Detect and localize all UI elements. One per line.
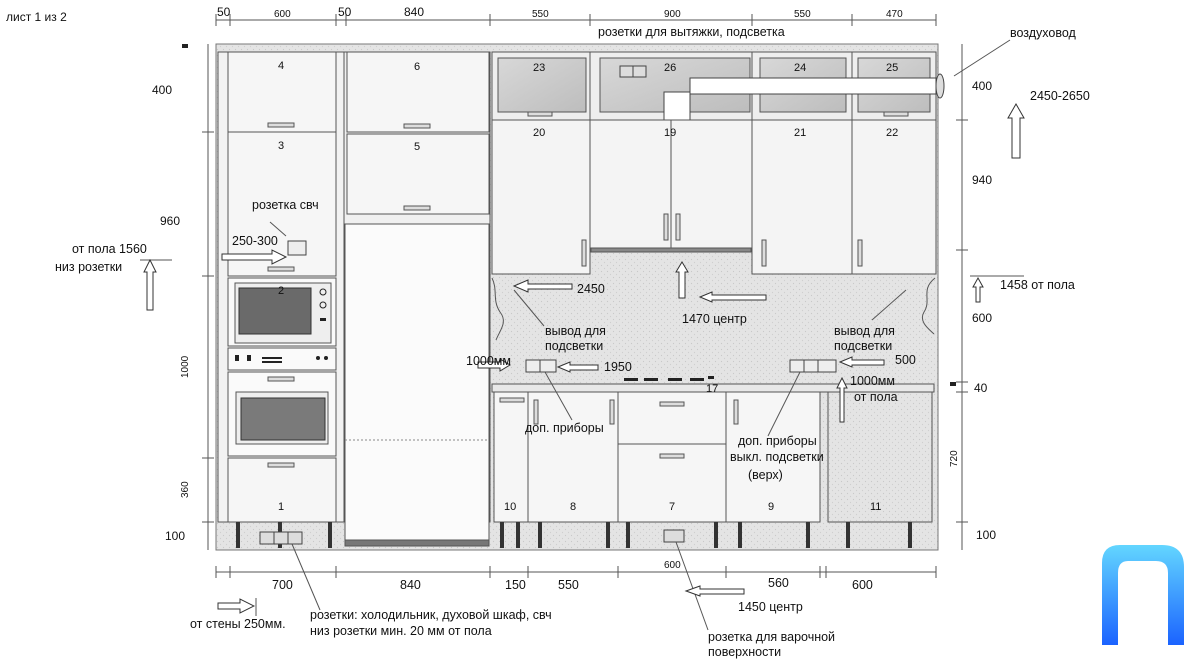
cabinet-number: 1 xyxy=(278,501,285,513)
cabinet-number: 19 xyxy=(664,127,677,139)
dimension-ticks xyxy=(182,44,956,386)
cabinet-number: 6 xyxy=(414,61,421,73)
annotation-light-out-left-1: вывод для xyxy=(545,324,606,338)
top-dimension-600: 600 xyxy=(274,9,291,20)
backsplash-edges xyxy=(491,277,936,341)
cabinet-number: 11 xyxy=(870,501,882,513)
left-dimension-960: 960 xyxy=(160,214,181,228)
cabinet-number: 8 xyxy=(570,501,577,513)
annotation-light-out-right-1: вывод для xyxy=(834,324,895,338)
top-dimension-470: 470 xyxy=(886,9,903,20)
left-dimension-360: 360 xyxy=(180,481,191,498)
annotation-air-duct: воздуховод xyxy=(1010,26,1076,40)
top-dimension-550a: 550 xyxy=(532,9,549,20)
left-dimension-1000: 1000 xyxy=(180,355,191,378)
dimension-lines xyxy=(140,14,1024,631)
tall-cabinet-handles xyxy=(267,122,295,468)
cabinet-number: 20 xyxy=(533,127,546,139)
annotation-center-1470: 1470 центр xyxy=(682,312,747,326)
fridge-column xyxy=(343,51,491,547)
floor-outlets xyxy=(259,529,685,545)
logo-icon xyxy=(1102,545,1184,645)
base-cabinets xyxy=(493,391,933,523)
annotation-1000-right-2: от пола xyxy=(854,390,898,404)
cabinet-number: 23 xyxy=(533,62,546,74)
cabinet-number: 2 xyxy=(278,285,285,297)
annotation-1950: 1950 xyxy=(604,360,632,374)
wall-outlets xyxy=(287,240,837,373)
bottom-dimension-600: 600 xyxy=(852,578,873,592)
right-dimension-600: 600 xyxy=(972,311,993,325)
annotation-from-floor-1458: 1458 от пола xyxy=(1000,278,1075,292)
arrow-up-icon xyxy=(143,102,1025,423)
arrow-left-icon xyxy=(512,279,885,597)
cabinet-number: 22 xyxy=(886,127,899,139)
hood-outlet-boxes xyxy=(619,65,647,78)
annotation-light-out-right-2: подсветки xyxy=(834,339,893,353)
cabinet-legs xyxy=(236,522,912,548)
cabinet-number: 3 xyxy=(278,140,285,152)
right-dimension-100: 100 xyxy=(976,528,997,542)
annotation-microwave-offset: 250-300 xyxy=(232,234,278,248)
top-dimension-50b: 50 xyxy=(338,5,352,19)
fridge-column-handles xyxy=(403,123,431,211)
cabinet-number: 9 xyxy=(768,501,775,513)
right-dimension-400: 400 xyxy=(972,79,993,93)
bottom-dimension-560: 560 xyxy=(768,576,789,590)
oven-controls xyxy=(235,288,328,363)
cabinet-number: 7 xyxy=(669,501,676,513)
upper-cabinet-handles xyxy=(527,111,909,267)
left-dimension-400: 400 xyxy=(152,83,173,97)
annotation-outlet-bottom: низ розетки xyxy=(55,260,123,274)
ceiling-height: 2450-2650 xyxy=(1030,89,1090,103)
bottom-dimension-550: 550 xyxy=(558,578,579,592)
top-dimension-900: 900 xyxy=(664,9,681,20)
base-cabinet-handles xyxy=(499,397,739,459)
annotation-light-out-left-2: подсветки xyxy=(545,339,604,353)
right-dimension-40: 40 xyxy=(974,381,988,395)
annotation-center-1450: 1450 центр xyxy=(738,600,803,614)
arrow-right-icon xyxy=(217,249,511,614)
upper-cabinets xyxy=(491,119,937,275)
page-label: лист 1 из 2 xyxy=(6,10,67,24)
cabinet-number: 17 xyxy=(706,383,719,395)
annotation-hood-outlets: розетки для вытяжки, подсветка xyxy=(598,25,785,39)
annotation-outlets-bottom-2: низ розетки мин. 20 мм от пола xyxy=(310,624,492,638)
cabinet-number: 5 xyxy=(414,141,421,153)
cabinet-number: 26 xyxy=(664,62,677,74)
cabinet-number: 4 xyxy=(278,60,285,72)
annotation-extra-right-1: доп. приборы xyxy=(738,434,817,448)
right-dimension-940: 940 xyxy=(972,173,993,187)
annotation-extra-appliances-left: доп. приборы xyxy=(525,421,604,435)
bottom-dimension-150: 150 xyxy=(505,578,526,592)
annotation-hob-outlet-1: розетка для варочной xyxy=(708,630,836,644)
top-dimension-50a: 50 xyxy=(217,5,231,19)
annotation-extra-right-2: выкл. подсветки xyxy=(730,450,824,464)
annotation-1000-right-1: 1000мм xyxy=(850,374,895,388)
cabinet-number: 25 xyxy=(886,62,899,74)
cabinet-number: 10 xyxy=(504,501,517,513)
annotation-from-floor-1560: от пола 1560 xyxy=(72,242,147,256)
top-dimension-550b: 550 xyxy=(794,9,811,20)
bottom-dimension-840: 840 xyxy=(400,578,421,592)
annotation-microwave-outlet: розетка свч xyxy=(252,198,319,212)
tall-cabinet-left xyxy=(217,51,345,523)
annotation-2450: 2450 xyxy=(577,282,605,296)
annotation-outlets-bottom-1: розетки: холодильник, духовой шкаф, свч xyxy=(310,608,552,622)
annotation-from-wall: от стены 250мм. xyxy=(190,617,286,631)
left-dimension-100: 100 xyxy=(165,529,186,543)
annotation-500: 500 xyxy=(895,353,916,367)
bottom-dimension-700: 700 xyxy=(272,578,293,592)
bottom-dimension-600-small: 600 xyxy=(664,560,681,571)
cabinet-number: 21 xyxy=(794,127,807,139)
cabinet-number: 24 xyxy=(794,62,807,74)
annotation-extra-right-3: (верх) xyxy=(748,468,783,482)
annotation-1000-left: 1000мм xyxy=(466,354,511,368)
top-dimension-840: 840 xyxy=(404,5,425,19)
right-dimension-720: 720 xyxy=(949,450,960,467)
